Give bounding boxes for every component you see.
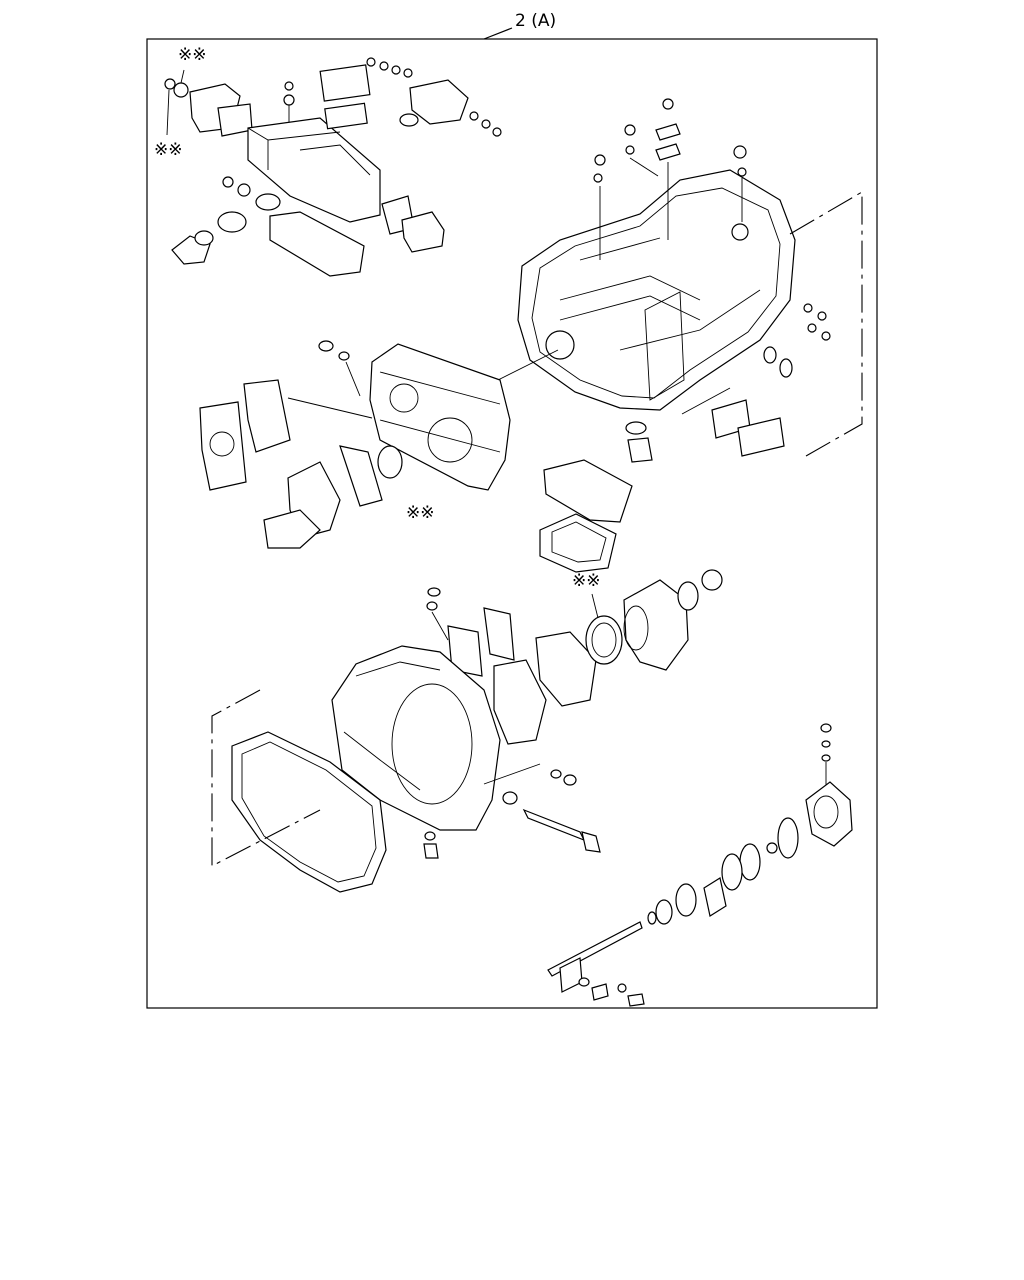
shift-shaft-group <box>547 723 853 1007</box>
clutch-housing-group <box>211 645 601 893</box>
cover-plates-group <box>539 459 633 573</box>
mark-label-3: ※※ <box>406 503 435 523</box>
reference-label: 2 (A) <box>515 11 556 31</box>
reference-leader <box>483 27 513 40</box>
mark-label-2: ※※ <box>154 140 183 160</box>
transmission-main-case <box>493 98 863 463</box>
mark-label-1: ※※ <box>178 45 207 65</box>
rear-flange-group <box>426 569 723 745</box>
front-cover-group <box>199 340 511 549</box>
diagram-frame <box>146 38 878 1009</box>
mark-label-4: ※※ <box>572 571 601 591</box>
shift-control-assembly <box>164 57 502 277</box>
